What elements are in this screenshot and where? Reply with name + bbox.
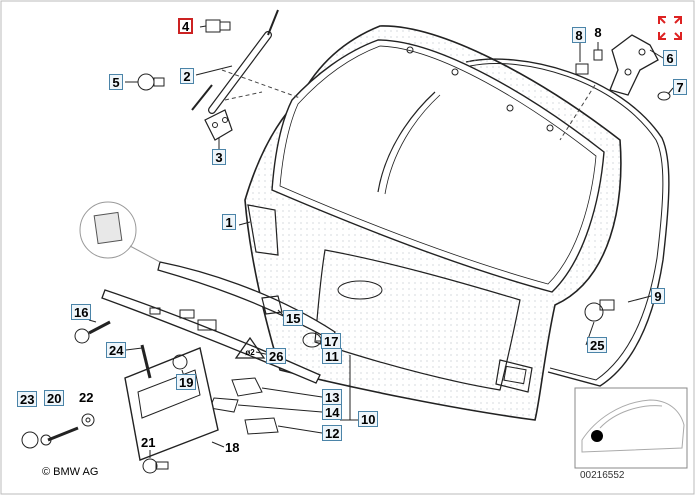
part-label-17[interactable]: 17 xyxy=(321,333,342,349)
part-label-11[interactable]: 11 xyxy=(322,348,342,364)
part-label-13[interactable]: 13 xyxy=(322,389,343,405)
part-label-25[interactable]: 25 xyxy=(587,337,608,353)
part-label-1[interactable]: 1 xyxy=(222,214,236,230)
expand-arrows-icon[interactable] xyxy=(656,14,684,42)
part-label-23[interactable]: 23 xyxy=(17,391,38,407)
part-label-22[interactable]: 22 xyxy=(79,390,94,405)
copyright-text: © BMW AG xyxy=(42,466,99,478)
part-label-3[interactable]: 3 xyxy=(212,149,226,165)
hinge xyxy=(609,34,659,96)
part-label-8a[interactable]: 8 xyxy=(572,27,586,43)
part-label-7[interactable]: 7 xyxy=(673,79,687,95)
part-label-16[interactable]: 16 xyxy=(71,304,92,320)
part-label-12[interactable]: 12 xyxy=(322,425,343,441)
tailgate-seal xyxy=(465,58,670,387)
part-label-26[interactable]: 26 xyxy=(266,348,287,364)
part-label-2[interactable]: 2 xyxy=(180,68,194,84)
part-label-15[interactable]: 15 xyxy=(283,310,304,326)
part-label-8b[interactable]: 8 xyxy=(594,25,602,40)
part-label-21[interactable]: 21 xyxy=(141,435,156,450)
location-marker xyxy=(591,430,603,442)
part-label-18[interactable]: 18 xyxy=(225,440,240,455)
part-label-10[interactable]: 10 xyxy=(358,411,379,427)
svg-text:ø2: ø2 xyxy=(245,348,255,357)
part-label-19[interactable]: 19 xyxy=(176,374,197,390)
part-label-4[interactable]: 4 xyxy=(178,18,194,34)
part-label-5[interactable]: 5 xyxy=(109,74,123,90)
diagram-id: 00216552 xyxy=(580,470,625,481)
part-label-20[interactable]: 20 xyxy=(44,390,65,406)
part-label-24[interactable]: 24 xyxy=(106,342,127,358)
part-label-9[interactable]: 9 xyxy=(651,288,665,304)
part-label-14[interactable]: 14 xyxy=(322,404,343,420)
part-label-6[interactable]: 6 xyxy=(663,50,677,66)
